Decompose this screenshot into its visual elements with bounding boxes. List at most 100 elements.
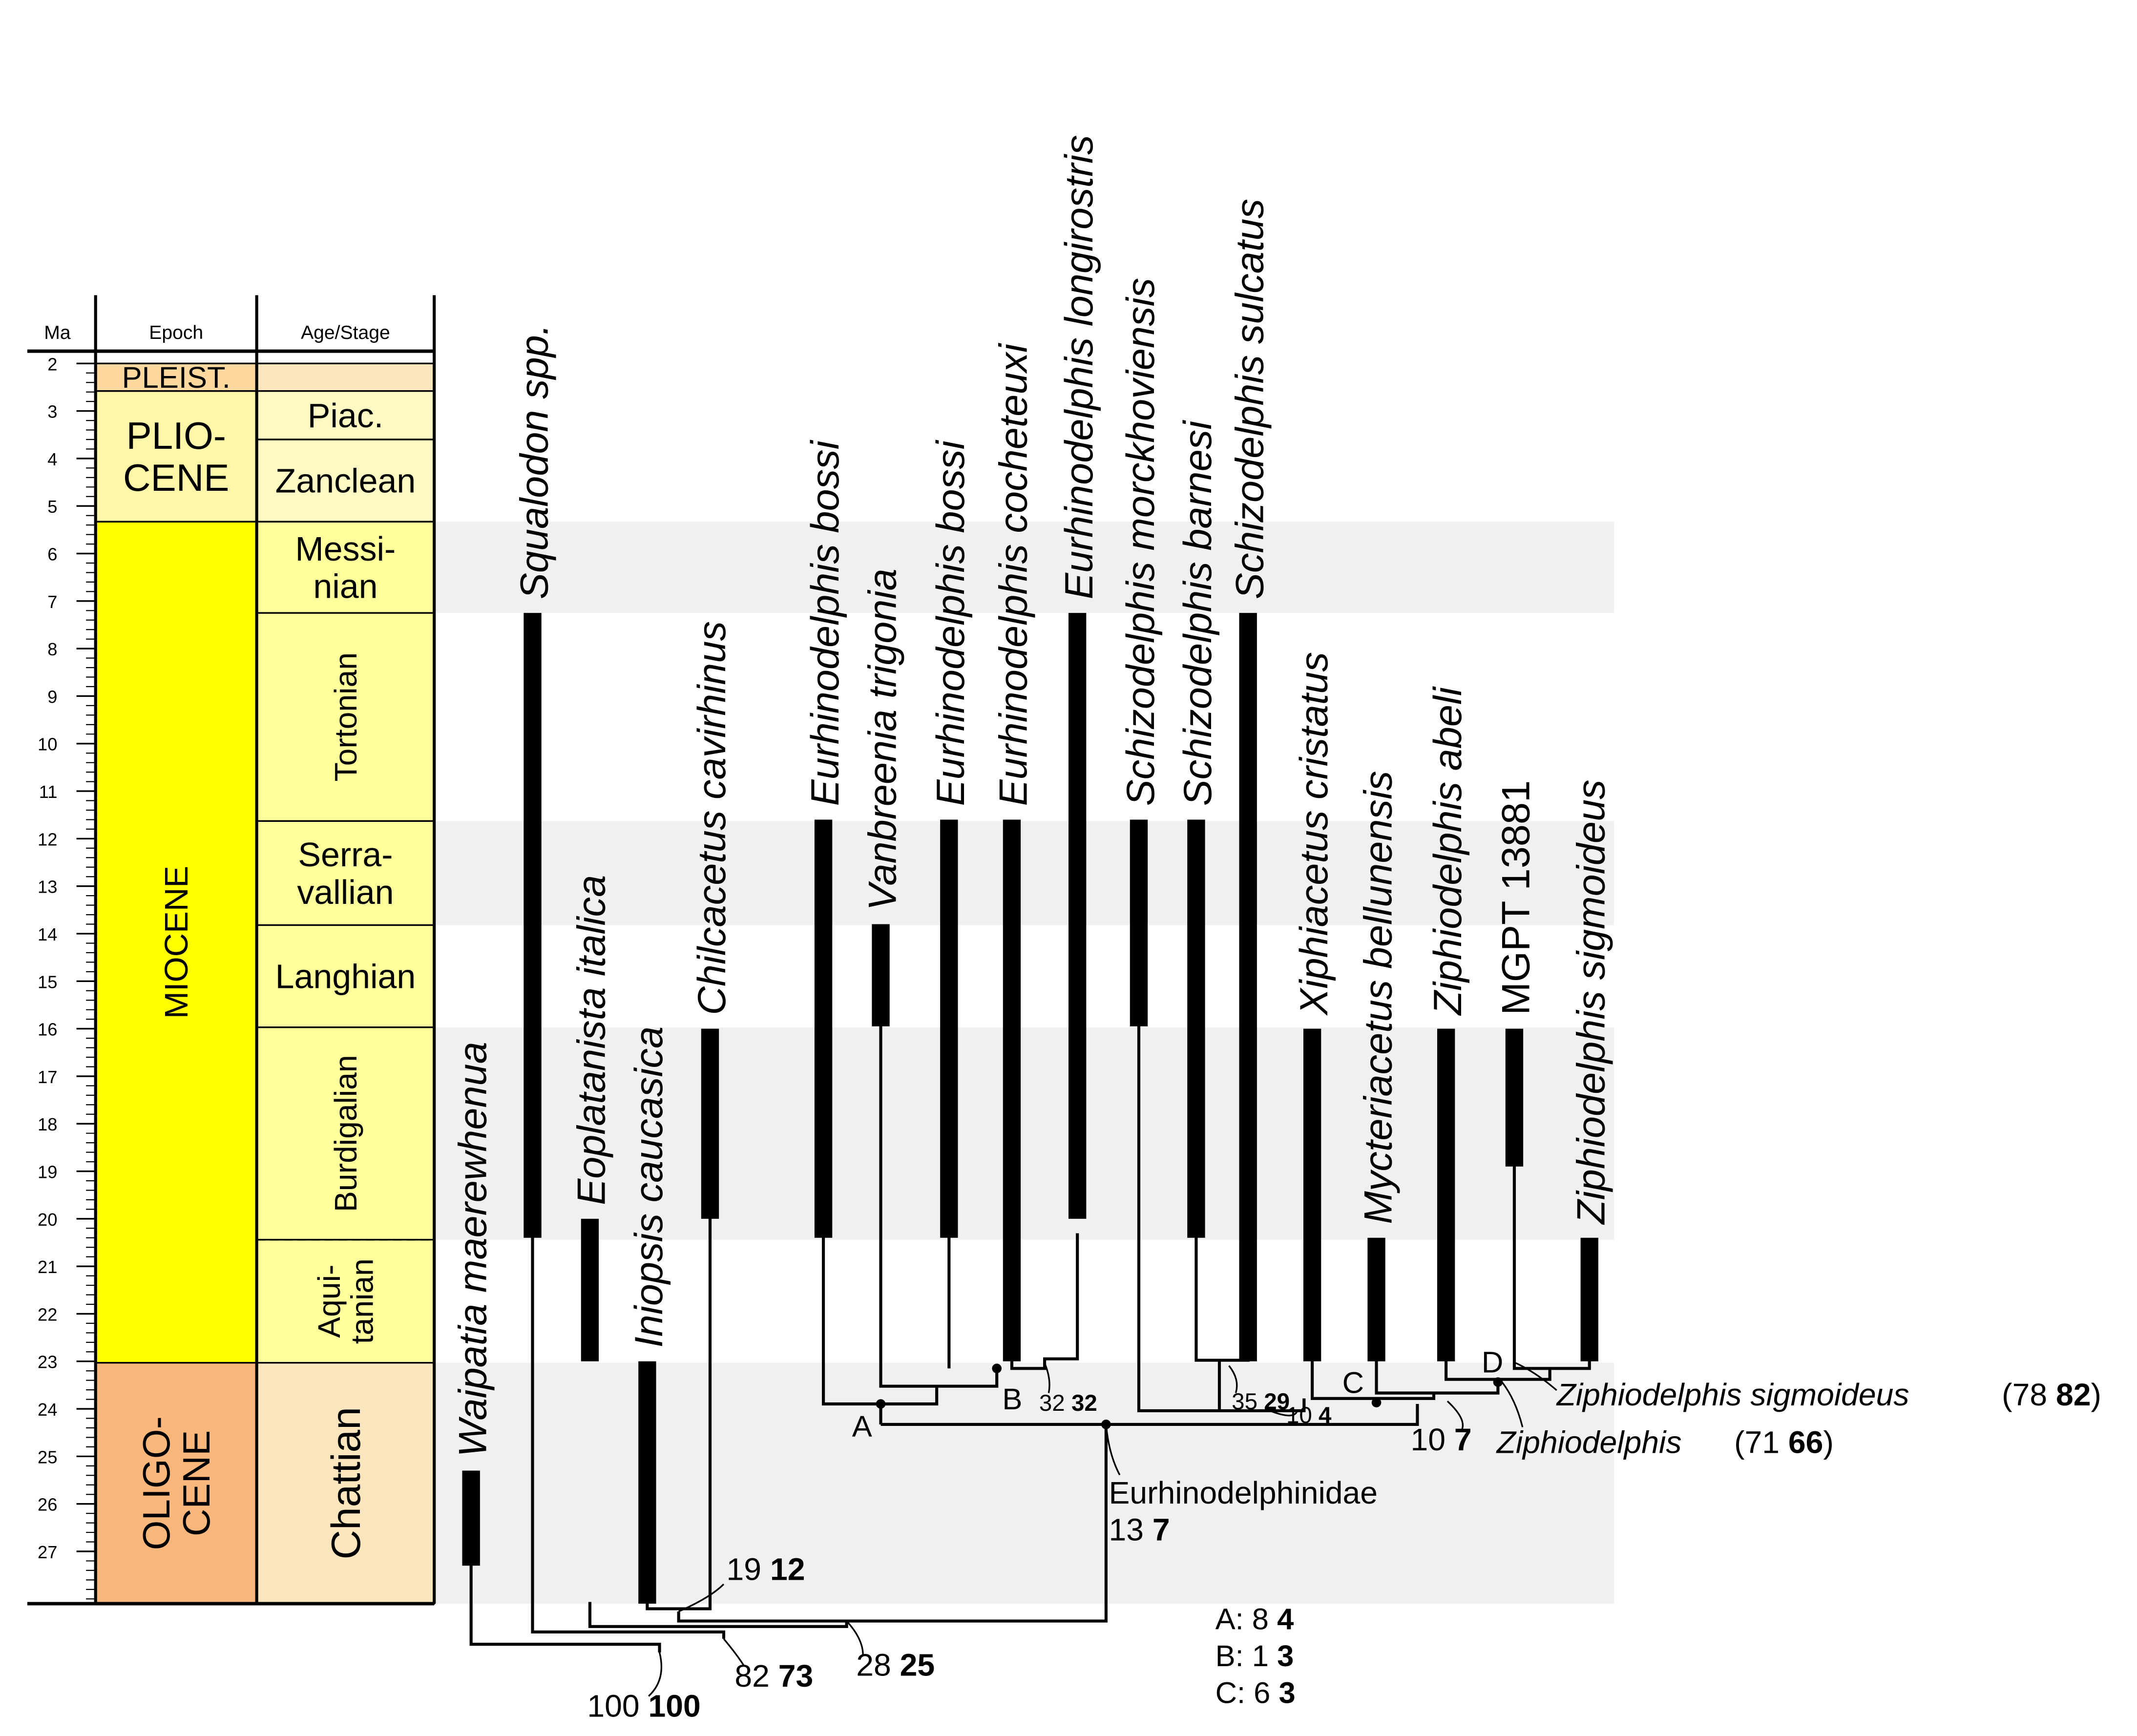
node-dots	[876, 1363, 1503, 1429]
letter-c: C	[1342, 1366, 1364, 1400]
range-bar-chilcacetus	[701, 1028, 719, 1219]
epoch-oligo-box	[95, 1361, 258, 1605]
stage-tortonian-box	[256, 612, 435, 822]
stage-piacenzian-label: Piac.	[308, 397, 383, 435]
stage-aquitanian-label: tanian	[345, 1258, 380, 1344]
tick-label: 8	[47, 639, 57, 659]
stage-messinian-box	[256, 521, 435, 614]
tick-label: 4	[47, 449, 57, 469]
tick-label: 16	[38, 1020, 57, 1040]
range-bar-ziph-sigm	[1580, 1237, 1598, 1361]
clade-ziphiodelphis: Ziphiodelphis	[1496, 1425, 1682, 1460]
stage-chattian-label: Chattian	[323, 1407, 369, 1559]
tick-label: 27	[38, 1542, 57, 1562]
stage-serravallian-label: Serra-	[298, 836, 393, 874]
epoch-plio-label: PLIO-	[126, 414, 226, 457]
range-bar-vanbreenia	[872, 924, 890, 1026]
tree-branches	[469, 1020, 1591, 1652]
stage-zanclean-label: Zanclean	[275, 462, 416, 500]
stage-serravallian-label: vallian	[297, 873, 394, 911]
branch-schiz-node	[1137, 1020, 1306, 1413]
tick-label: 15	[38, 972, 57, 992]
support-node-100: 100 100	[587, 1688, 700, 1723]
header-epoch: Epoch	[149, 322, 203, 343]
tick-label: 25	[38, 1447, 57, 1467]
tick-label: 19	[38, 1162, 57, 1182]
header-ma: Ma	[44, 322, 71, 343]
support-node-19: 19 12	[727, 1552, 805, 1587]
branch-eoplatanista-split	[588, 1602, 848, 1628]
stage-burdigalian-box	[256, 1026, 435, 1241]
tick-label: 9	[47, 687, 57, 707]
taxon-schiz-sulc: Schizodelphis sulcatus	[1228, 199, 1272, 599]
tick-label: 13	[38, 877, 57, 897]
range-bar-eurh-bossi-1	[814, 819, 833, 1238]
shaded-band	[434, 1027, 1614, 1240]
taxon-schiz-morck: Schizodelphis morckhoviensis	[1119, 278, 1163, 806]
epoch-mio-label: MIOCENE	[158, 866, 195, 1019]
branch-vanbreenia-node	[879, 1020, 999, 1388]
taxon-squalodon: Squalodon spp.	[512, 324, 556, 600]
support-node-82: 82 73	[734, 1658, 813, 1694]
stage-messinian-label: nian	[313, 567, 377, 606]
shaded-band	[434, 821, 1614, 925]
support-node-ziph: (71 66)	[1734, 1425, 1834, 1460]
letter-a: A	[852, 1410, 872, 1443]
epoch-pleist-label: PLEIST.	[122, 361, 230, 395]
taxon-eurh-bossi-2: Eurhinodelphis bossi	[929, 439, 973, 806]
tick-label: 24	[38, 1400, 57, 1420]
taxon-vanbreenia: Vanbreenia trigonia	[860, 568, 904, 910]
tick-label: 11	[39, 782, 58, 802]
stage-messinian-label: Messi-	[295, 530, 396, 568]
branch-crown-split	[677, 1424, 1108, 1623]
tick-label: 26	[38, 1495, 57, 1515]
clade-zsigmoideus: Ziphiodelphis sigmoideus	[1556, 1377, 1909, 1412]
tick-label: 23	[38, 1352, 57, 1372]
taxon-schiz-barn: Schizodelphis barnesi	[1176, 420, 1220, 806]
tick-label: 17	[38, 1067, 57, 1087]
tick-label: 12	[38, 829, 57, 849]
taxon-iniopsis: Iniopsis caucasica	[627, 1026, 671, 1348]
support-node-10a: 10 4	[1286, 1402, 1332, 1428]
range-bar-schiz-morck	[1130, 819, 1148, 1026]
taxon-ziph-sigm: Ziphiodelphis sigmoideus	[1569, 779, 1613, 1225]
stage-serravallian-box	[256, 820, 435, 926]
range-bar-ziph-abeli	[1437, 1028, 1455, 1361]
stage-aquitanian-box	[256, 1238, 435, 1364]
shaded-bands	[434, 522, 1614, 1604]
taxon-eurh-long: Eurhinodelphis longirostris	[1057, 135, 1101, 599]
range-bar-eurh-coch	[1003, 819, 1021, 1361]
stage-pleist-stage-box	[256, 362, 435, 392]
epoch-pleist-box	[95, 362, 258, 392]
range-bar-xiphiacetus	[1303, 1028, 1321, 1361]
range-bar-schiz-barn	[1187, 819, 1205, 1238]
legend-b: B: 1 3	[1215, 1639, 1294, 1673]
taxon-eoplatanista: Eoplatanista italica	[570, 875, 614, 1205]
range-bar-squalodon	[524, 613, 542, 1238]
tick-label: 22	[38, 1304, 57, 1324]
stratigraphic-ranges	[462, 613, 1598, 1604]
letter-b: B	[1002, 1382, 1022, 1416]
branch-squalodon-split	[531, 1233, 726, 1639]
epoch-plio-label: CENE	[123, 456, 230, 499]
taxon-eurh-bossi-1: Eurhinodelphis bossi	[803, 439, 847, 806]
support-node-32: 32 32	[1039, 1390, 1097, 1416]
tick-label: 7	[47, 592, 57, 612]
taxon-eurh-coch: Eurhinodelphis cocheteuxi	[992, 343, 1036, 806]
taxon-mgpt: MGPT 13881	[1494, 780, 1538, 1015]
range-bar-mgpt	[1505, 1028, 1524, 1167]
stage-piacenzian-box	[256, 390, 435, 440]
letter-d: D	[1482, 1346, 1503, 1380]
range-bar-iniopsis	[638, 1361, 656, 1604]
epoch-oligo-label: OLIGO-	[135, 1416, 178, 1550]
branch-iniopsis-chilcacetus	[646, 1214, 712, 1611]
label-leaders	[648, 1362, 1557, 1697]
branch-xiphiacetus	[1311, 1359, 1436, 1400]
legend-a: A: 8 4	[1215, 1602, 1294, 1636]
support-node-35: 35 29	[1232, 1389, 1290, 1415]
stage-tortonian-label: Tortonian	[328, 652, 363, 782]
shaded-band	[434, 522, 1614, 613]
tick-label: 2	[47, 354, 57, 374]
